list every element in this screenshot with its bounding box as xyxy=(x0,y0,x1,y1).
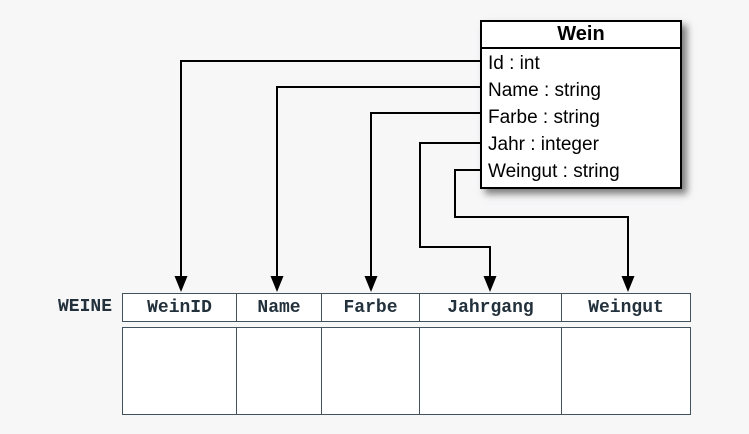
class-attribute-farbe: Farbe : string xyxy=(488,107,600,128)
table-cell-empty xyxy=(122,327,237,415)
connector-farbe-to-farbe xyxy=(370,112,480,277)
table-body-row xyxy=(122,327,691,415)
column-header-jahrgang: Jahrgang xyxy=(418,293,563,322)
table-cell-empty xyxy=(321,327,420,415)
class-attribute-id: Id : int xyxy=(488,53,540,74)
class-attribute-jahr: Jahr : integer xyxy=(488,134,599,155)
arrowhead-name-to-name xyxy=(270,276,284,292)
table-cell-empty xyxy=(561,327,691,415)
connector-id-to-weinid xyxy=(180,60,480,277)
connector-jahr-to-jahrgang xyxy=(419,142,491,277)
table-name-label: WEINE xyxy=(57,297,112,317)
arrowhead-farbe-to-farbe xyxy=(364,276,378,292)
arrowhead-id-to-weinid xyxy=(174,276,188,292)
connector-weingut-to-weingut xyxy=(454,169,629,277)
class-title: Wein xyxy=(482,22,680,49)
arrowhead-weingut-to-weingut xyxy=(621,276,635,292)
table-header-row: WeinID Name Farbe Jahrgang Weingut xyxy=(122,293,691,322)
column-header-name: Name xyxy=(235,293,323,322)
class-box-wein: Wein Id : int Name : string Farbe : stri… xyxy=(480,20,682,189)
column-header-weingut: Weingut xyxy=(561,293,691,322)
table-cell-empty xyxy=(235,327,323,415)
class-attribute-weingut: Weingut : string xyxy=(488,161,620,182)
column-header-farbe: Farbe xyxy=(321,293,420,322)
table-cell-empty xyxy=(418,327,563,415)
connector-name-to-name xyxy=(276,86,480,277)
class-attribute-name: Name : string xyxy=(488,80,601,101)
column-header-weinid: WeinID xyxy=(122,293,237,322)
class-attribute-list: Id : int Name : string Farbe : string Ja… xyxy=(482,49,680,187)
arrowhead-jahr-to-jahrgang xyxy=(483,276,497,292)
